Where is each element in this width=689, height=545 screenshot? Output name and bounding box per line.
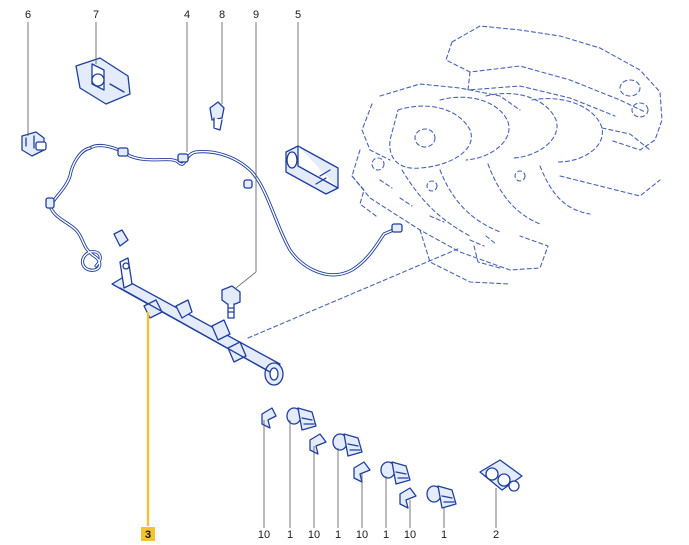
clip-part-10-a [261, 407, 277, 429]
callout-highlight-badge [141, 527, 155, 541]
clip-part-10-b [309, 433, 327, 455]
callout-label-10-b[interactable]: 10 [308, 529, 320, 541]
callout-label-9[interactable]: 9 [253, 9, 259, 21]
callout-label-1-d[interactable]: 1 [441, 529, 447, 541]
sensor-part-5 [285, 145, 339, 195]
injector-part-1-a [286, 407, 317, 431]
intake-manifold-outline [351, 25, 663, 285]
callout-label-5[interactable]: 5 [295, 9, 301, 21]
callout-label-4[interactable]: 4 [184, 9, 190, 21]
callout-label-10-d[interactable]: 10 [404, 529, 416, 541]
callout-label-7[interactable]: 7 [93, 9, 99, 21]
hose-part-4 [45, 143, 403, 277]
clip-part-10-d [399, 487, 417, 509]
callout-labels: 6 7 4 8 9 5 10 1 10 1 10 1 10 1 2 3 [25, 9, 499, 541]
callout-label-1-a[interactable]: 1 [287, 529, 293, 541]
clip-part-6 [21, 131, 47, 157]
injector-part-1-c [380, 461, 411, 485]
callout-label-3[interactable]: 3 [145, 529, 151, 541]
callout-label-8[interactable]: 8 [219, 9, 225, 21]
o-ring-kit-part-2 [479, 459, 523, 492]
callout-label-1-c[interactable]: 1 [383, 529, 389, 541]
leader-lines [27, 22, 497, 528]
callout-label-6[interactable]: 6 [25, 9, 31, 21]
assembly-reference-line [247, 247, 461, 339]
fuel-rail-part-3 [111, 257, 284, 386]
callout-label-10-a[interactable]: 10 [258, 529, 270, 541]
callout-label-1-b[interactable]: 1 [335, 529, 341, 541]
bolt-part-9 [221, 285, 241, 319]
injector-part-1-d [426, 485, 457, 509]
connector-part-7 [75, 57, 131, 105]
clip-part-10-c [353, 461, 371, 483]
callout-label-2[interactable]: 2 [493, 529, 499, 541]
callout-label-10-c[interactable]: 10 [356, 529, 368, 541]
injector-part-1-b [332, 433, 363, 457]
valve-part-8 [209, 101, 225, 131]
